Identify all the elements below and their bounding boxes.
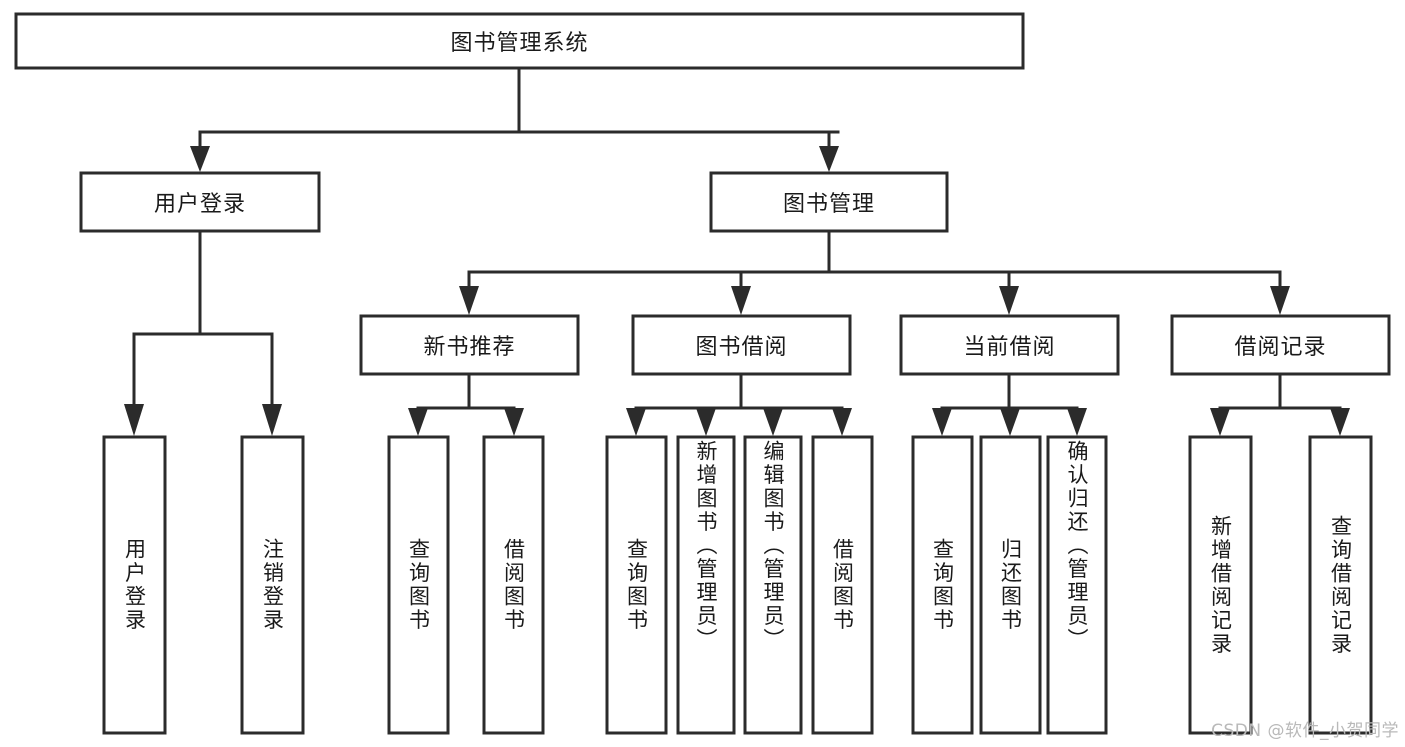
arrow-head-leaf-borrow-book-2 xyxy=(832,408,852,436)
arrow-head-leaf-logout xyxy=(262,404,282,436)
node-box-borrow-record[interactable] xyxy=(1170,314,1391,376)
node-box-book-borrow[interactable] xyxy=(631,314,852,376)
arrow-head-user-login xyxy=(190,146,210,172)
arrow-head-leaf-user-login xyxy=(124,404,144,436)
node-box-leaf-borrow-book-2[interactable] xyxy=(811,435,874,735)
arrow-head-leaf-edit-book xyxy=(763,408,783,436)
node-box-current-borrow[interactable] xyxy=(899,314,1120,376)
node-box-user-login[interactable] xyxy=(79,171,321,233)
edge-group-book-borrow xyxy=(626,372,852,436)
edge-group-new-book-recommend xyxy=(408,372,524,436)
node-box-leaf-logout[interactable] xyxy=(240,435,305,735)
node-box-leaf-add-book[interactable] xyxy=(676,435,736,735)
node-box-new-book-recommend[interactable] xyxy=(359,314,580,376)
arrow-head-leaf-query-record xyxy=(1330,408,1350,436)
arrow-head-leaf-add-record xyxy=(1210,408,1230,436)
arrow-head-leaf-borrow-book-1 xyxy=(504,408,524,436)
arrow-head-current-borrow xyxy=(999,286,1019,315)
arrow-head-borrow-record xyxy=(1270,286,1290,315)
arrow-head-leaf-add-book xyxy=(696,408,716,436)
node-box-leaf-confirm-return[interactable] xyxy=(1046,435,1108,735)
edge-group-current-borrow xyxy=(932,372,1087,436)
node-box-leaf-user-login[interactable] xyxy=(102,435,167,735)
node-box-leaf-add-record[interactable] xyxy=(1188,435,1253,735)
edge-group-book-manage xyxy=(459,229,1290,315)
arrow-head-leaf-query-book-2 xyxy=(626,408,646,436)
node-box-leaf-borrow-book-1[interactable] xyxy=(482,435,545,735)
edge-group-user-login xyxy=(124,229,282,436)
arrow-head-leaf-query-book-3 xyxy=(932,408,952,436)
node-box-leaf-query-book-1[interactable] xyxy=(387,435,450,735)
arrow-head-leaf-query-book-1 xyxy=(408,408,428,436)
node-box-root[interactable] xyxy=(14,12,1025,70)
node-box-leaf-return-book[interactable] xyxy=(979,435,1042,735)
arrow-head-book-manage xyxy=(819,146,839,172)
node-box-leaf-query-record[interactable] xyxy=(1308,435,1373,735)
arrow-head-new-book-recommend xyxy=(459,286,479,315)
node-box-leaf-edit-book[interactable] xyxy=(743,435,803,735)
arrow-head-leaf-return-book xyxy=(1000,408,1020,436)
node-box-book-manage[interactable] xyxy=(709,171,949,233)
arrow-head-book-borrow xyxy=(731,286,751,315)
node-box-leaf-query-book-3[interactable] xyxy=(911,435,974,735)
node-box-leaf-query-book-2[interactable] xyxy=(605,435,668,735)
edge-group-borrow-record xyxy=(1210,372,1350,436)
arrow-head-leaf-confirm-return xyxy=(1067,408,1087,436)
edge-group-root xyxy=(190,66,840,172)
